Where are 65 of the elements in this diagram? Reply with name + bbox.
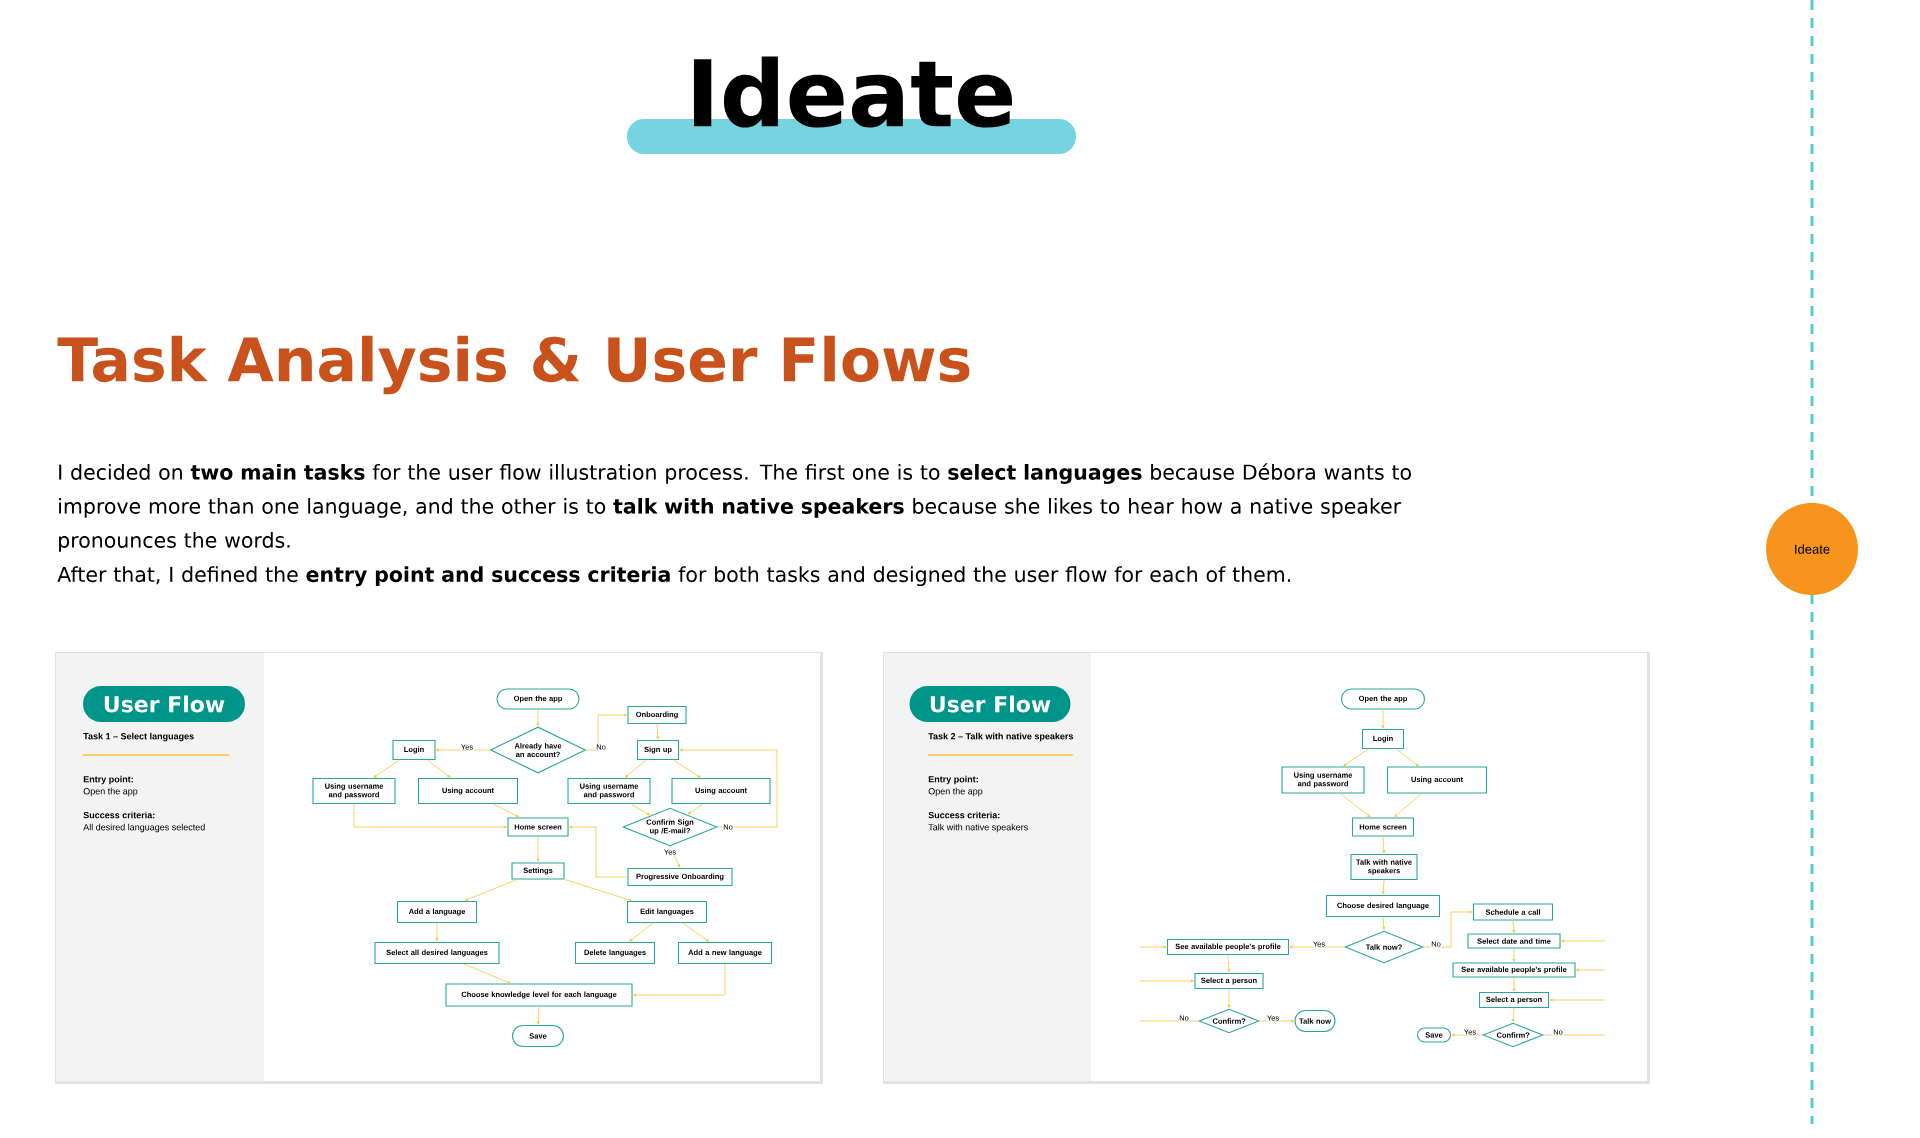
- arrow: [1561, 939, 1606, 943]
- arrow: [1382, 916, 1386, 930]
- arrow: [624, 759, 647, 778]
- arrow: [1139, 945, 1167, 949]
- arrow: [1259, 1019, 1294, 1023]
- arrow: [464, 879, 518, 902]
- criteria-heading: Success criteria:: [928, 811, 1000, 819]
- arrow: [436, 748, 491, 752]
- criteria-heading: Entry point:: [928, 775, 978, 785]
- arrow: [426, 759, 451, 778]
- criteria-heading: Success criteria:: [83, 811, 155, 819]
- section-heading: Task Analysis & User Flows: [57, 335, 970, 395]
- arrow: [1423, 910, 1473, 948]
- user-flow-badge: User Flow: [83, 686, 245, 722]
- connector-line: [1543, 1034, 1606, 1036]
- arrow: [493, 803, 519, 818]
- arrow: [373, 759, 400, 778]
- criteria-text: All desired languages selected: [83, 823, 205, 833]
- arrow: [1511, 1007, 1515, 1022]
- arrow: [1381, 709, 1385, 729]
- arrow: [435, 922, 439, 942]
- arrow: [564, 879, 632, 902]
- arrow: [629, 922, 654, 942]
- arrow: [1512, 977, 1516, 992]
- arrow: [1139, 979, 1194, 983]
- arrow: [536, 1006, 540, 1025]
- arrow: [1381, 879, 1385, 895]
- arrow: [687, 803, 703, 815]
- arrow: [1394, 793, 1422, 818]
- arrow: [673, 759, 701, 778]
- arrow: [1451, 1033, 1483, 1037]
- arrow: [353, 803, 507, 829]
- criteria-text: Open the app: [928, 787, 983, 797]
- arrow: [1343, 748, 1369, 767]
- arrow: [1289, 945, 1345, 949]
- arrow: [679, 748, 778, 828]
- body-paragraph: After that, I defined the entry point and success criteria for both tasks and designed the user flow for each of them.: [57, 566, 1291, 587]
- criteria-heading: Task 2 – Talk with native speakers: [928, 732, 1074, 742]
- arrow: [463, 963, 511, 984]
- arrow: [1549, 998, 1606, 1002]
- arrow: [656, 723, 660, 740]
- arrow: [1227, 988, 1231, 1008]
- criteria-text: Talk with native speakers: [928, 823, 1028, 833]
- arrow: [585, 713, 627, 751]
- arrow: [630, 803, 651, 816]
- arrow: [1382, 836, 1386, 854]
- arrow: [1339, 793, 1371, 818]
- arrow: [633, 963, 726, 997]
- criteria-heading: Task 1 – Select languages: [83, 732, 194, 742]
- criteria-text: Open the app: [83, 787, 138, 797]
- arrow: [1512, 948, 1516, 962]
- criteria-heading: Entry point:: [83, 775, 133, 785]
- arrow: [669, 846, 680, 868]
- user-flow-badge: User Flow: [909, 686, 1071, 722]
- arrow: [1395, 748, 1419, 767]
- title: Ideate: [694, 56, 1013, 128]
- arrow: [1227, 954, 1231, 973]
- arrow: [569, 825, 628, 878]
- arrow: [1512, 920, 1516, 933]
- body-paragraph: I decided on two main tasks for the user flow illustration process. The first one is to select languages because Débora wants to improve more than one language, and the other is to talk with native speakers because she likes to hear how a native speaker pronounces the words.: [59, 463, 1411, 552]
- arrow: [682, 922, 709, 942]
- connector-line: [1139, 1020, 1199, 1022]
- arrow: [536, 709, 540, 726]
- arrow: [536, 836, 540, 862]
- arrow: [1576, 968, 1606, 972]
